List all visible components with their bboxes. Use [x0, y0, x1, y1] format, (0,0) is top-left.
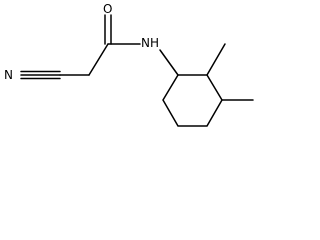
cyclohexane-ring — [162, 74, 223, 127]
carbonyl-oxygen-label: O — [103, 2, 112, 16]
amide-nitrogen-to-ring-bond — [159, 49, 179, 76]
chemical-structure: N O NH — [4, 2, 254, 127]
nitrile-nitrogen-label: N — [4, 68, 13, 82]
nitrile-triple-bond — [20, 70, 61, 80]
ring-methyl-bond-2 — [206, 43, 226, 76]
amide-nitrogen-label: NH — [141, 36, 159, 50]
carbonyl-double-bond — [104, 14, 112, 45]
methylene-to-carbonyl-bond — [88, 43, 109, 76]
